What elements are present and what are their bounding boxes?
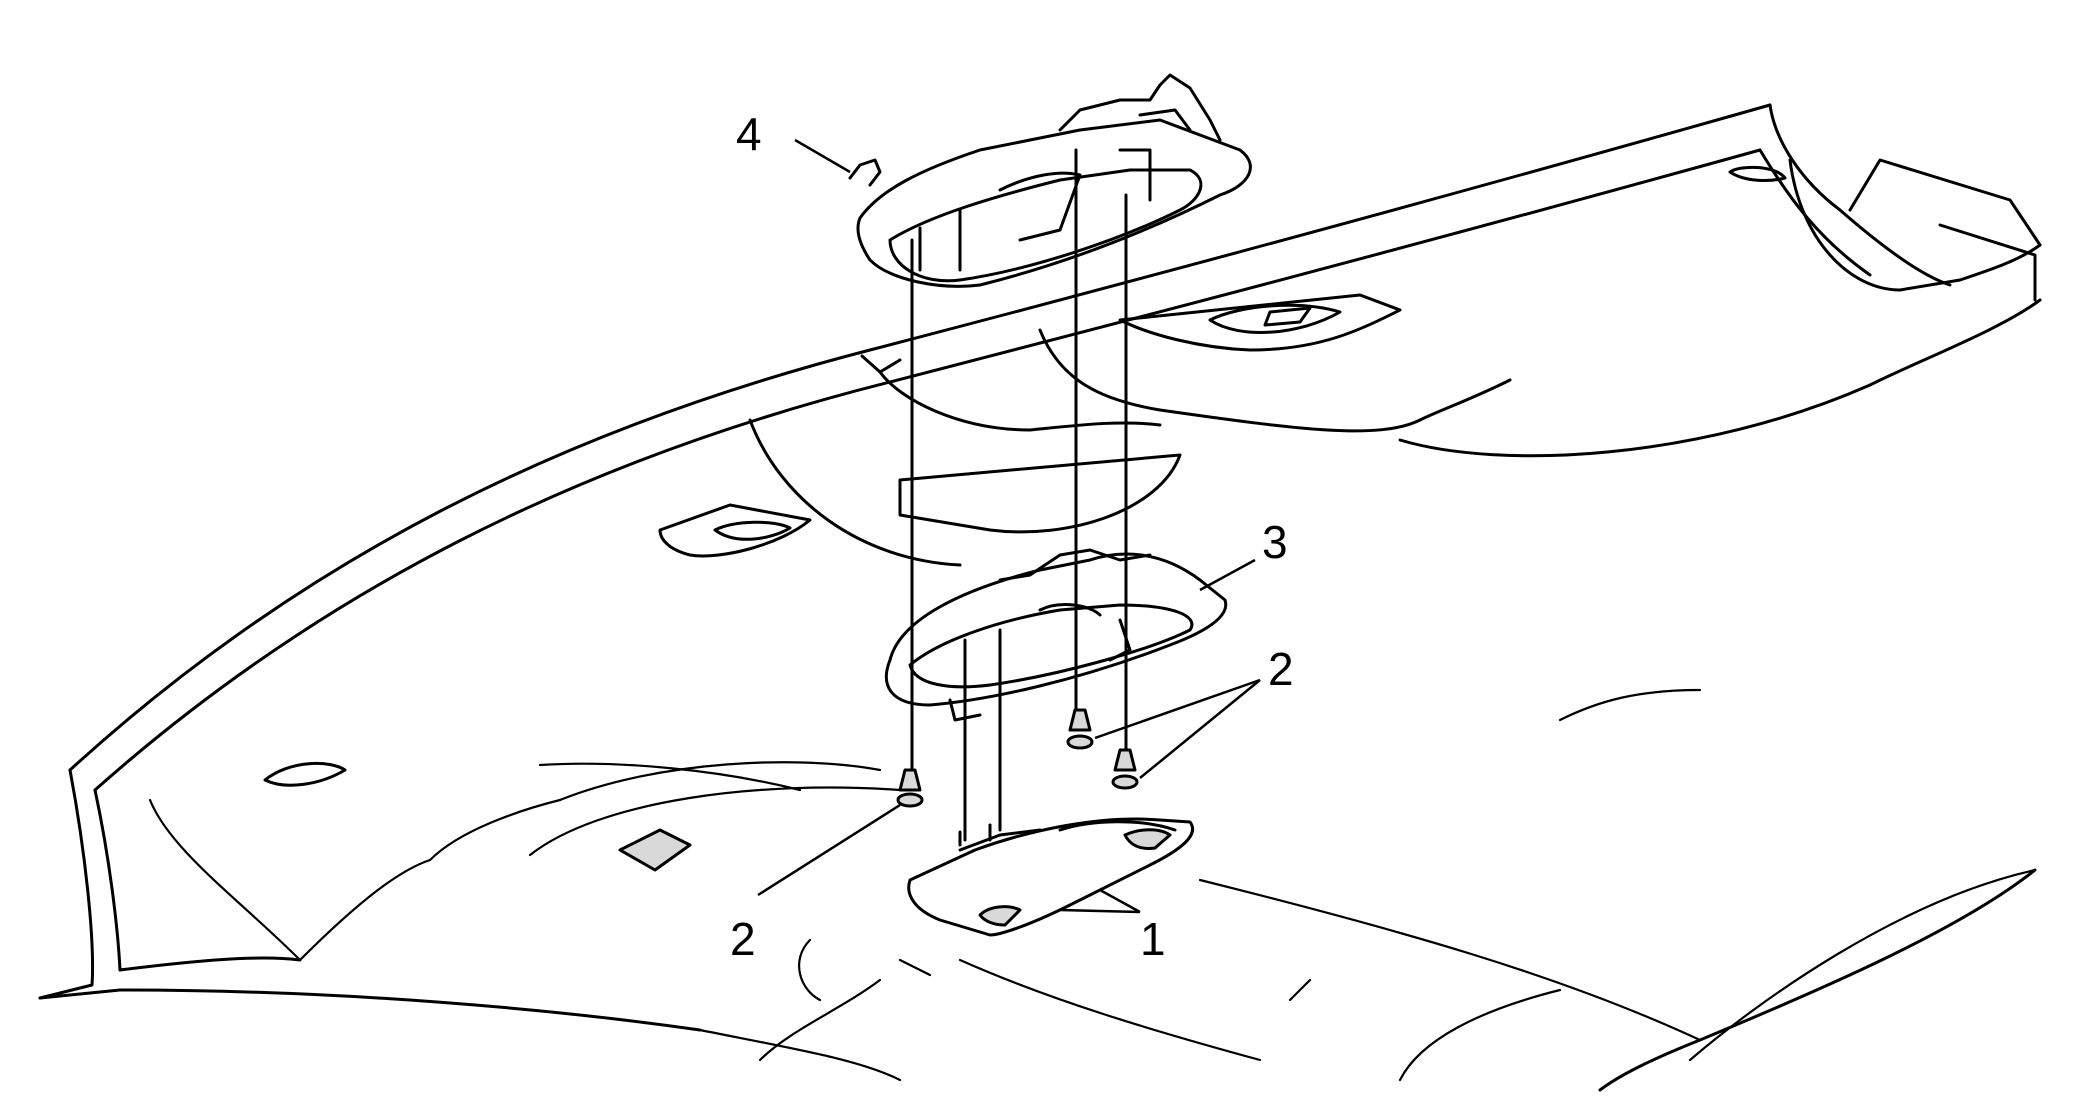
screw-left bbox=[896, 768, 924, 808]
alignment-lines bbox=[910, 148, 1128, 842]
grab-handle-recess bbox=[263, 761, 692, 872]
overhead-console-bracket bbox=[848, 73, 1252, 288]
rear-corner-vent bbox=[1728, 165, 1787, 182]
front-roof-vent bbox=[658, 503, 812, 558]
callout-1: 1 bbox=[1140, 913, 1166, 965]
headliner bbox=[38, 103, 2042, 1092]
console-frame bbox=[884, 548, 1228, 722]
screw-center bbox=[1066, 708, 1094, 750]
callout-3: 3 bbox=[1262, 516, 1288, 568]
rear-roof-vent bbox=[1118, 293, 1402, 352]
callout-2-lower: 2 bbox=[730, 913, 756, 965]
callout-labels: 4 3 2 2 1 bbox=[730, 108, 1294, 965]
dome-lamp-lens bbox=[907, 817, 1194, 937]
callout-leaders bbox=[757, 138, 1261, 914]
callout-2-upper: 2 bbox=[1268, 643, 1294, 695]
sunroof-opening bbox=[898, 453, 1182, 534]
callout-4: 4 bbox=[736, 108, 762, 160]
screw-right bbox=[1111, 748, 1139, 790]
